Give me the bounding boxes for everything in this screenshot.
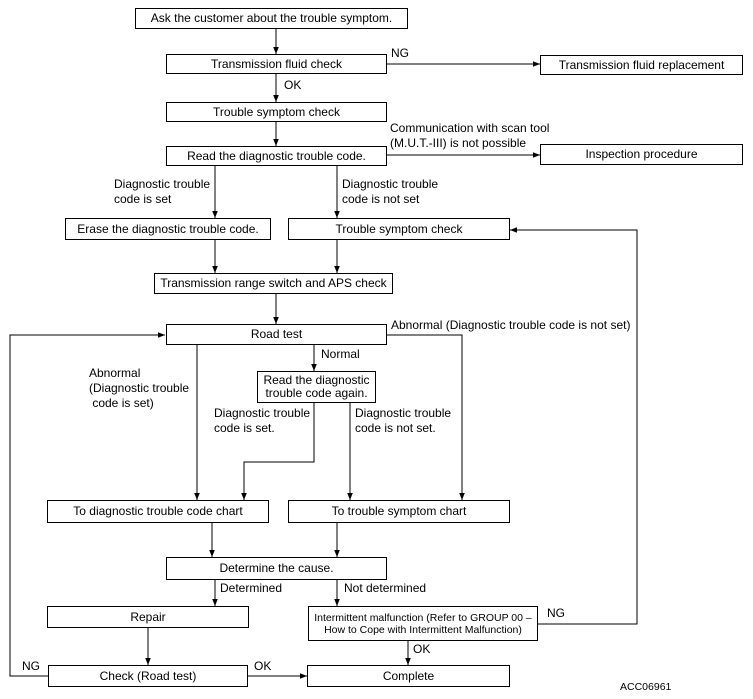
fluid-check-box: Transmission fluid check [166,54,387,74]
edge-check-road-ng [9,332,165,677]
symptom-check-box-1: Trouble symptom check [166,102,387,122]
label-again-dtc-not-set: Diagnostic trouble code is not set. [355,406,452,435]
range-switch-box: Transmission range switch and APS check [154,273,393,294]
edge-again-dtc-chart [241,403,315,500]
label-abnormal-not-set: Abnormal (Diagnostic trouble code is not… [391,318,631,332]
symptom-check-box-2: Trouble symptom check [288,218,510,240]
read-dtc-box: Read the diagnostic trouble code. [166,146,387,166]
road-test-box: Road test [166,324,387,345]
edge-intermittent-symptom2-ng [510,227,638,625]
repair-box: Repair [47,606,249,628]
label-not-determined: Not determined [344,581,427,595]
label-determined: Determined [220,581,283,595]
fluid-replacement-box: Transmission fluid replacement [540,55,743,75]
intermittent-malfunction-box: Intermittent malfunction (Refer to GROUP… [308,606,538,641]
to-symptom-chart-box: To trouble symptom chart [288,500,510,523]
edge-road-symptom-chart [387,334,465,500]
label-check-ng: NG [22,659,40,673]
label-normal: Normal [321,347,360,361]
label-comm-not-possible: Communication with scan tool (M.U.T.-III… [390,121,550,150]
inspection-procedure-box: Inspection procedure [540,144,743,165]
read-dtc-again-box: Read the diagnostic trouble code again. [257,371,376,403]
figure-reference-code: ACC06961 [620,681,672,693]
label-check-ok: OK [254,659,272,673]
label-dtc-set: Diagnostic trouble code is set [114,177,211,206]
label-dtc-not-set: Diagnostic trouble code is not set [342,177,439,206]
ask-customer-box: Ask the customer about the trouble sympt… [135,8,408,29]
label-fluid-ng: NG [391,46,409,60]
determine-cause-box: Determine the cause. [166,557,387,580]
label-abnormal-set: Abnormal (Diagnostic trouble code is set… [89,366,190,410]
label-intermittent-ok: OK [413,642,431,656]
label-intermittent-ng: NG [547,606,565,620]
complete-box: Complete [307,665,510,687]
check-road-test-box: Check (Road test) [48,665,248,687]
label-again-dtc-set: Diagnostic trouble code is set. [214,406,311,435]
label-fluid-ok: OK [284,78,302,92]
erase-dtc-box: Erase the diagnostic trouble code. [65,218,271,240]
to-dtc-chart-box: To diagnostic trouble code chart [47,500,269,523]
